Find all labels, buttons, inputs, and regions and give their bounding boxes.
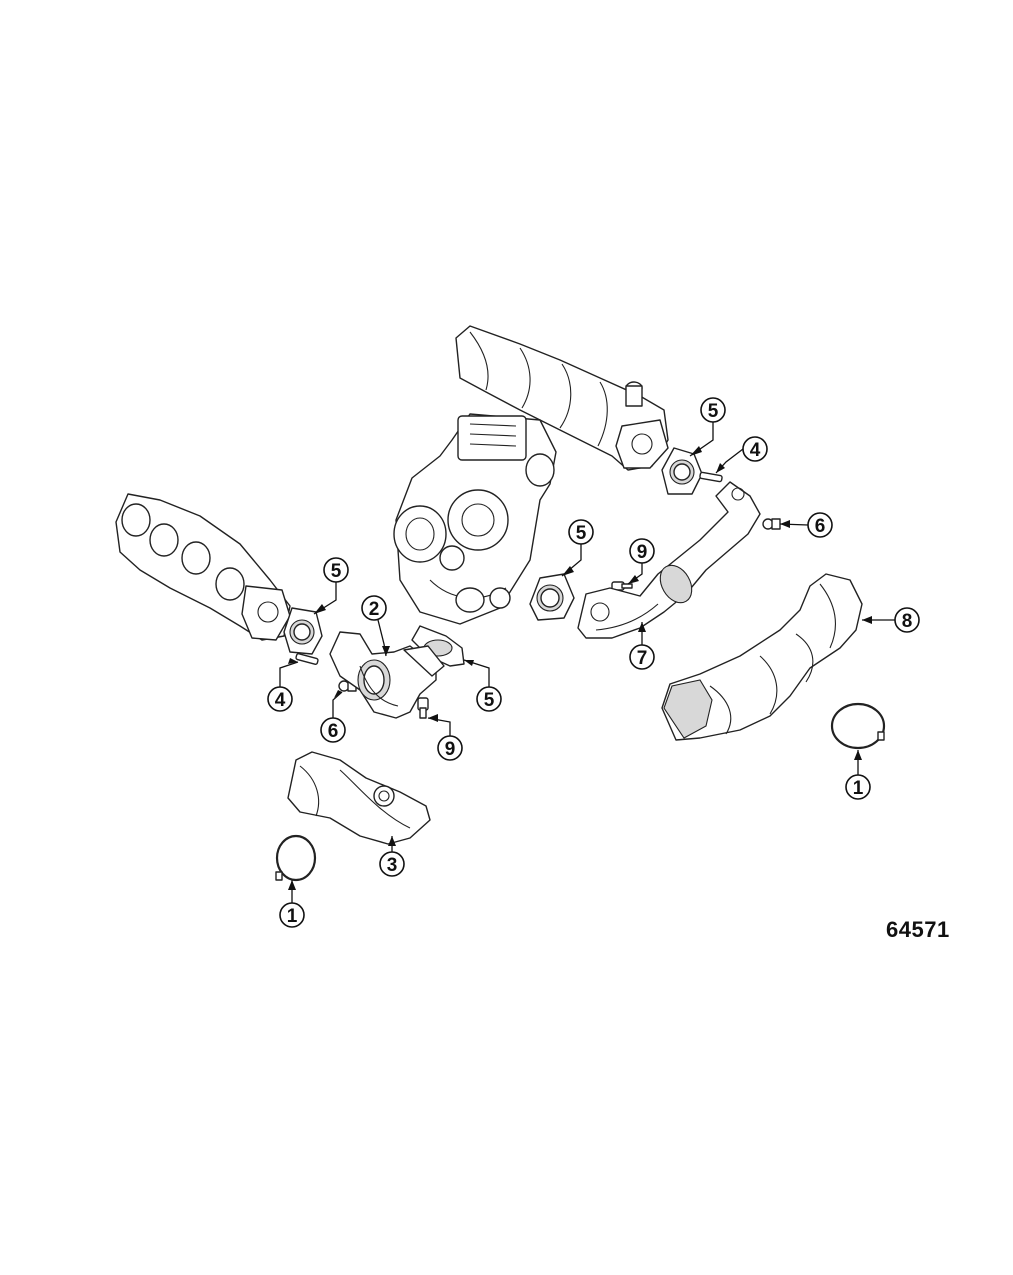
clamp-right	[830, 702, 886, 750]
callout-9-left: 9	[437, 735, 463, 761]
gasket-right	[661, 447, 703, 495]
callout-label: 6	[328, 721, 339, 742]
exhaust-elbow	[287, 751, 431, 845]
callout-6-left: 6	[320, 717, 346, 743]
callout-label: 9	[637, 542, 648, 563]
callout-label: 1	[853, 778, 864, 799]
callout-3: 3	[379, 851, 405, 877]
turbocharger	[393, 413, 557, 625]
gasket-left	[283, 607, 323, 655]
callout-4-right: 4	[742, 436, 768, 462]
callout-8: 8	[894, 607, 920, 633]
callout-label: 9	[445, 739, 456, 760]
exhaust-pipe-right	[577, 481, 761, 639]
nut-right	[762, 518, 781, 530]
bolt-left	[417, 697, 429, 719]
callout-label: 5	[331, 561, 342, 582]
callout-label: 5	[708, 401, 719, 422]
gasket-center	[529, 573, 575, 621]
exhaust-pipe-left	[329, 631, 445, 719]
clamp-left	[275, 834, 317, 882]
callout-label: 1	[287, 906, 298, 927]
leader-arrowheads	[288, 446, 872, 890]
callout-label: 6	[815, 516, 826, 537]
callout-5-center: 5	[568, 519, 594, 545]
exhaust-manifold-left	[115, 493, 291, 641]
callout-label: 8	[902, 611, 913, 632]
exhaust-elbow-large	[661, 573, 863, 741]
callout-label: 3	[387, 855, 398, 876]
callout-7: 7	[629, 644, 655, 670]
callout-5-right: 5	[700, 397, 726, 423]
callout-label: 4	[275, 690, 286, 711]
callout-label: 5	[576, 523, 587, 544]
exhaust-manifold-top	[455, 325, 669, 471]
callout-5-mid: 5	[476, 686, 502, 712]
callout-6-right: 6	[807, 512, 833, 538]
callout-9-right: 9	[629, 538, 655, 564]
callout-5-left: 5	[323, 557, 349, 583]
callout-2: 2	[361, 595, 387, 621]
figure-number: 64571	[886, 917, 950, 942]
callout-1-right: 1	[845, 774, 871, 800]
callout-label: 4	[750, 440, 761, 461]
stud-left	[295, 653, 319, 665]
callout-1-left: 1	[279, 902, 305, 928]
callout-4-left: 4	[267, 686, 293, 712]
stud-right	[699, 471, 723, 483]
callout-label: 7	[637, 648, 648, 669]
callout-label: 2	[369, 599, 380, 620]
callout-label: 5	[484, 690, 495, 711]
